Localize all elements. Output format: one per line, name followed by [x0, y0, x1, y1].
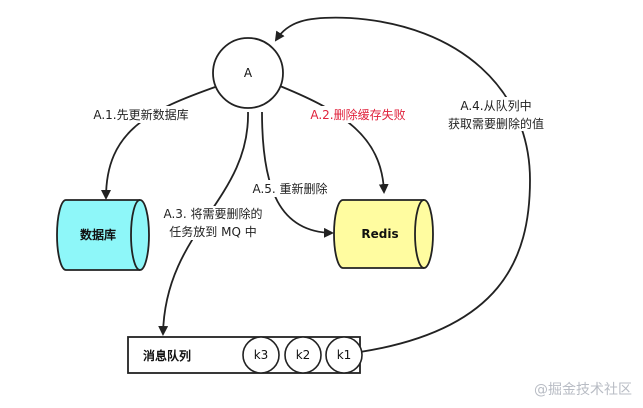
- edge-label-push-mq-line2: 任务放到 MQ 中: [169, 224, 256, 239]
- edge-label-retry-delete: A.5. 重新删除: [252, 181, 327, 196]
- queue-item-k2-label: k2: [296, 348, 311, 362]
- edge-label-delete-cache-fail: A.2.删除缓存失败: [310, 107, 405, 122]
- edge-a-to-redis: [274, 83, 389, 194]
- node-database: 数据库: [56, 199, 150, 271]
- edge-a-retry-redis: [261, 111, 334, 238]
- node-redis: Redis: [333, 199, 434, 269]
- edge-label-fetch-queue-line2: 获取需要删除的值: [448, 116, 544, 131]
- queue-item-k2: [284, 336, 322, 374]
- edge-a-to-database: [101, 85, 219, 200]
- node-message-queue: 消息队列 k3 k2 k1: [127, 336, 363, 374]
- edge-label-update-db: A.1.先更新数据库: [93, 107, 188, 122]
- queue-item-k1: [325, 336, 363, 374]
- node-database-label: 数据库: [80, 227, 116, 242]
- node-a-label: A: [244, 66, 253, 80]
- node-a: [212, 37, 284, 109]
- queue-item-k3: [242, 336, 280, 374]
- watermark-text: @掘金技术社区: [534, 382, 632, 398]
- queue-item-k1-label: k1: [337, 348, 352, 362]
- queue-label: 消息队列: [143, 348, 191, 363]
- edge-label-fetch-queue-line1: A.4.从队列中: [460, 98, 531, 113]
- queue-item-k3-label: k3: [254, 348, 269, 362]
- node-redis-label: Redis: [361, 227, 398, 241]
- edge-label-push-mq-line1: A.3. 将需要删除的: [163, 206, 262, 221]
